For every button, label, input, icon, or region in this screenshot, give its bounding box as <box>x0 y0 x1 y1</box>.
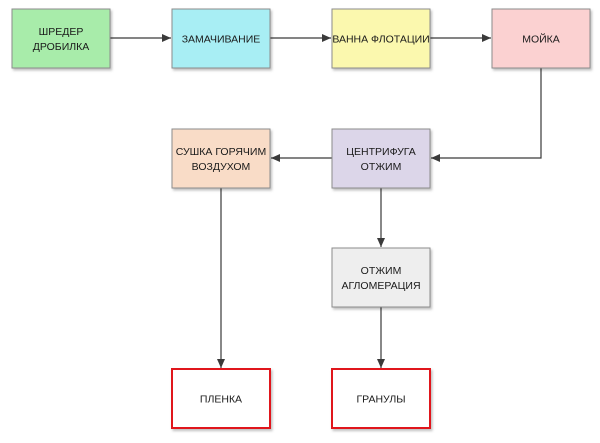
process-box-frame <box>171 128 271 189</box>
process-box-drying: СУШКА ГОРЯЧИМ ВОЗДУХОМ <box>171 128 271 189</box>
connectors <box>110 34 542 368</box>
process-box-label: ОТЖИМ <box>361 265 402 277</box>
process-box-label: ГРАНУЛЫ <box>356 394 405 406</box>
process-box-label: МОЙКА <box>522 33 560 46</box>
process-box-label: ПЛЕНКА <box>200 394 242 406</box>
process-box-granules: ГРАНУЛЫ <box>331 368 431 429</box>
process-box-label: ВОЗДУХОМ <box>192 161 251 173</box>
process-box-label: ОТЖИМ <box>361 161 402 173</box>
process-box-label: ВАННА ФЛОТАЦИИ <box>332 34 429 46</box>
process-box-centrifuge: ЦЕНТРИФУГА ОТЖИМ <box>331 128 431 189</box>
process-box-frame <box>331 8 431 69</box>
process-box-flotation: ВАННА ФЛОТАЦИИ <box>331 8 431 69</box>
process-box-label: ДРОБИЛКА <box>33 41 90 53</box>
process-box-washing: МОЙКА <box>491 8 591 69</box>
process-box-label: ШРЕДЕР <box>39 26 84 38</box>
process-box-frame <box>491 8 591 69</box>
process-box-frame <box>171 8 271 69</box>
arrow-washing-to-centrifuge <box>431 68 542 162</box>
process-box-frame <box>331 368 431 429</box>
process-box-frame <box>331 247 431 308</box>
process-box-label: ЗАМАЧИВАНИЕ <box>182 34 261 46</box>
process-box-shredder: ШРЕДЕР ДРОБИЛКА <box>11 8 111 69</box>
process-box-label: СУШКА ГОРЯЧИМ <box>176 146 266 158</box>
process-box-frame <box>331 128 431 189</box>
process-box-film: ПЛЕНКА <box>171 368 271 429</box>
process-box-frame <box>171 368 271 429</box>
process-box-label: ЦЕНТРИФУГА <box>346 146 416 158</box>
process-box-label: АГЛОМЕРАЦИЯ <box>341 280 420 292</box>
process-box-agglomeration: ОТЖИМ АГЛОМЕРАЦИЯ <box>331 247 431 308</box>
process-box-frame <box>11 8 111 69</box>
process-steps: ШРЕДЕР ДРОБИЛКА ЗАМАЧИВАНИЕ ВАННА ФЛОТАЦИИ М… <box>11 8 591 429</box>
process-box-soaking: ЗАМАЧИВАНИЕ <box>171 8 271 69</box>
